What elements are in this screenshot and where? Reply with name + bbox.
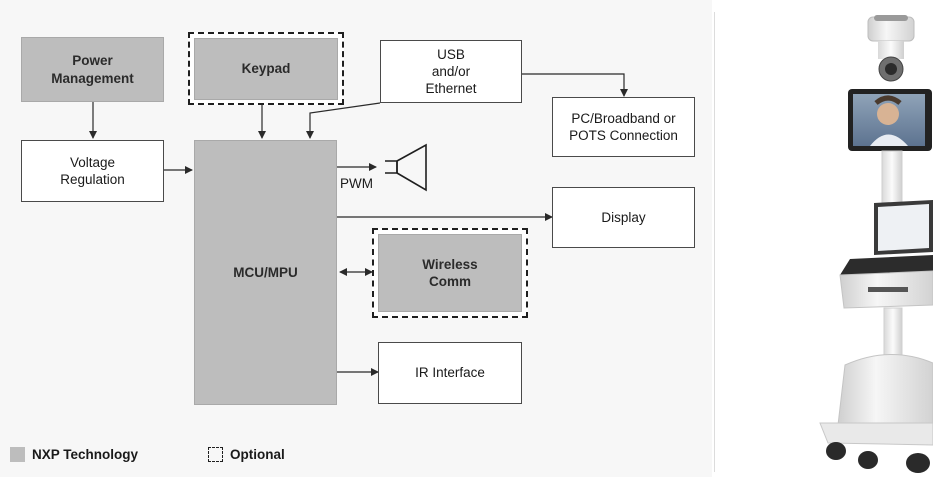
- pc-broadband-connection-block: PC/Broadband or POTS Connection: [552, 97, 695, 157]
- legend-nxp-label: NXP Technology: [32, 447, 139, 462]
- display-block: Display: [552, 187, 695, 248]
- voltage-regulation-block: Voltage Regulation: [21, 140, 164, 202]
- legend-nxp-swatch: [10, 447, 25, 462]
- wireless-comm-block: Wireless Comm: [378, 234, 522, 312]
- keypad-block: Keypad: [194, 38, 338, 100]
- usb-ethernet-block: USB and/or Ethernet: [380, 40, 522, 103]
- speaker-icon: [385, 143, 427, 192]
- pwm-label: PWM: [340, 176, 373, 191]
- usb-to-mcu-arrow: [306, 102, 381, 139]
- usb-to-pc-arrow: [522, 73, 628, 97]
- panel-divider: [714, 12, 715, 472]
- telepresence-robot-photo: [819, 15, 933, 473]
- mcu-mpu-block: MCU/MPU: [194, 140, 337, 405]
- power-management-block: Power Management: [21, 37, 164, 102]
- legend-optional-label: Optional: [230, 447, 285, 462]
- diagram-connectors: [89, 73, 628, 376]
- ir-interface-block: IR Interface: [378, 342, 522, 404]
- legend-optional-swatch: [208, 447, 223, 462]
